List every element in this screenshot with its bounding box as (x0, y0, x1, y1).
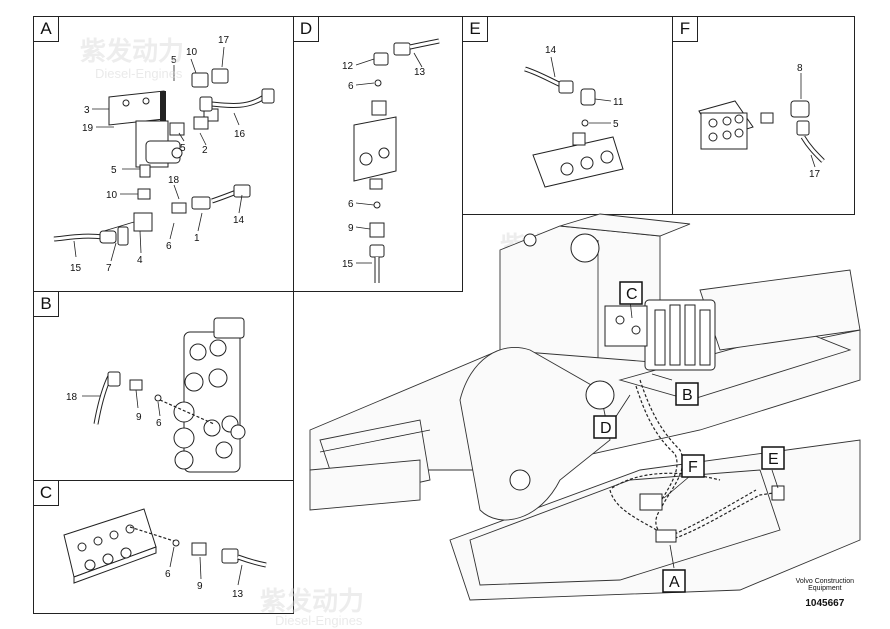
panel-d-drawing: 12 13 6 6 9 15 (342, 38, 440, 283)
svg-text:Diesel-Engines: Diesel-Engines (275, 613, 363, 628)
label-d-15: 15 (342, 259, 354, 270)
footer-line-1: Volvo Construction (795, 578, 854, 585)
detail-panel-a: A (33, 16, 294, 292)
footer-line-2: Equipment (808, 585, 842, 592)
label-d-9: 9 (348, 223, 354, 234)
label-a-10-top: 10 (186, 47, 198, 58)
callout-e: E (761, 446, 785, 470)
label-a-19: 19 (82, 123, 94, 134)
label-c-13: 13 (232, 589, 244, 600)
callout-a: A (662, 569, 686, 593)
label-a-5-top: 5 (171, 55, 177, 66)
label-a-17: 17 (218, 35, 230, 46)
panel-a-drawing: 3 19 5 10 17 16 2 5 5 10 18 14 1 6 4 7 1… (53, 35, 275, 274)
label-a-6: 6 (166, 241, 172, 252)
label-a-14: 14 (233, 215, 245, 226)
label-a-10-left: 10 (106, 190, 118, 201)
publisher-footer: Volvo Construction Equipment 1045667 (796, 578, 854, 609)
label-a-5-mid: 5 (180, 143, 186, 154)
detail-panel-f: F 8 17 (672, 16, 855, 215)
label-d-12: 12 (342, 61, 354, 72)
label-a-1: 1 (194, 233, 200, 244)
panel-b-drawing: 18 9 6 (66, 317, 246, 473)
svg-text:紫发动力: 紫发动力 (260, 586, 364, 616)
svg-text:A: A (669, 574, 680, 591)
svg-text:E: E (768, 451, 779, 468)
label-e-11: 11 (613, 97, 624, 108)
label-e-14: 14 (545, 45, 557, 56)
panel-a-tag: A (34, 17, 59, 42)
svg-text:F: F (688, 459, 698, 476)
detail-panel-e: E 14 11 5 (462, 16, 673, 215)
drawing-id: 1045667 (805, 598, 845, 609)
label-b-6: 6 (156, 418, 162, 429)
label-a-4: 4 (137, 255, 143, 266)
detail-panel-b: B 18 9 6 (33, 291, 294, 481)
detail-panel-c: C 6 9 13 (33, 480, 294, 614)
panel-c-tag: C (34, 481, 59, 506)
svg-text:C: C (626, 286, 638, 303)
label-a-18: 18 (168, 175, 180, 186)
label-a-7: 7 (106, 263, 112, 274)
panel-e-tag: E (463, 17, 488, 42)
label-d-6-top: 6 (348, 81, 354, 92)
label-f-8: 8 (797, 63, 803, 74)
panel-b-tag: B (34, 292, 59, 317)
callout-c: C (619, 281, 643, 305)
svg-text:Diesel-Engines: Diesel-Engines (95, 66, 183, 81)
svg-text:B: B (682, 387, 693, 404)
svg-text:紫发动力: 紫发动力 (80, 36, 184, 66)
panel-d-tag: D (294, 17, 319, 42)
panel-f-drawing: 8 17 (698, 63, 825, 180)
svg-text:D: D (600, 420, 612, 437)
panel-e-drawing: 14 11 5 (524, 45, 624, 188)
label-b-9: 9 (136, 412, 142, 423)
panel-c-drawing: 6 9 13 (63, 508, 267, 600)
callout-d: D (593, 415, 617, 439)
label-b-18: 18 (66, 392, 78, 403)
callout-b: B (675, 382, 699, 406)
label-a-2: 2 (202, 145, 208, 156)
label-a-5-left: 5 (111, 165, 117, 176)
label-e-5: 5 (613, 119, 619, 130)
label-c-6: 6 (165, 569, 171, 580)
label-a-16: 16 (234, 129, 246, 140)
detail-panel-d: D 12 13 6 6 9 15 (293, 16, 463, 292)
label-d-13: 13 (414, 67, 426, 78)
label-a-3: 3 (84, 105, 90, 116)
label-d-6-bottom: 6 (348, 199, 354, 210)
callout-f: F (681, 454, 705, 478)
label-c-9: 9 (197, 581, 203, 592)
panel-f-tag: F (673, 17, 698, 42)
label-a-15: 15 (70, 263, 82, 274)
label-f-17: 17 (809, 169, 821, 180)
